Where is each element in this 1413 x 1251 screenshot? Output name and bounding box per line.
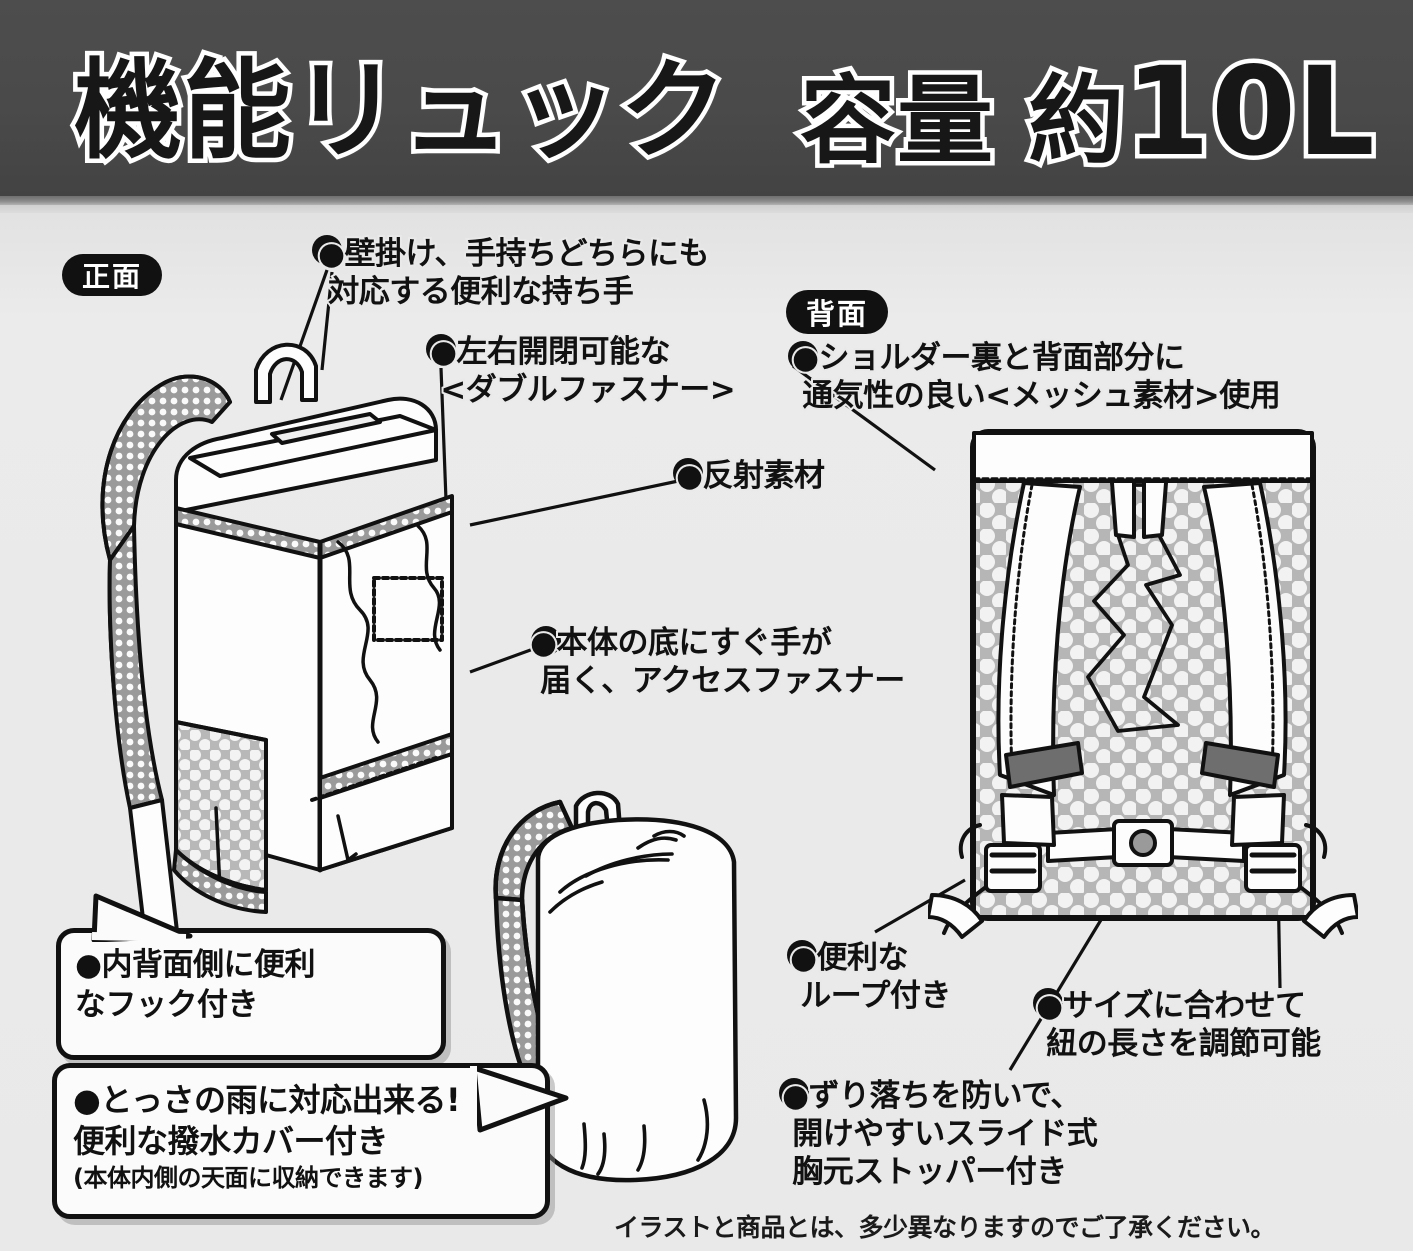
callout-access-zipper: ●本体の底にすぐ手が 届く、アクセスファスナー [528,623,907,701]
disclaimer-note: イラストと商品とは、多少異なりますのでご了承ください。 [614,1213,1276,1242]
header-divider-light [0,205,1413,213]
callout-box-rain-line2: 便利な撥水カバー付き [73,1121,389,1160]
callout-box-rain-line3: (本体内側の天面に収納できます) [73,1163,423,1192]
callout-double-zipper: ●左右開閉可能な <ダブルファスナー> [428,332,738,410]
back-view-illustration [928,429,1358,939]
callout-reflective: ●反射素材 [674,456,827,496]
callout-box-rain-tail [470,1065,569,1133]
callout-box-rain-cover: ●とっさの雨に対応出来る! 便利な撥水カバー付き (本体内側の天面に収納できます… [52,1063,550,1219]
callout-box-hook: ●内背面側に便利 なフック付き [56,928,446,1060]
rain-cover-illustration [493,790,739,1183]
header-divider [0,196,1413,205]
callout-box-hook-tail [91,893,193,942]
callout-box-rain-line1: ●とっさの雨に対応出来る! [73,1081,461,1119]
header-banner: 機能リュック 容量 約10L [0,0,1413,196]
front-view-illustration [100,342,454,946]
back-view-label: 背面 [786,290,888,334]
callout-loop: ●便利な ループ付き [788,938,953,1016]
callout-handle: ●壁掛け、手持ちどちらにも 対応する便利な持ち手 [316,234,712,312]
capacity-title: 容量 約10L [795,47,1379,178]
page-title: 機能リュック [69,49,731,174]
callout-size-adjust: ●サイズに合わせて 紐の長さを調節可能 [1034,986,1323,1064]
callout-box-hook-text: ●内背面側に便利 なフック付き [75,947,316,1024]
front-view-label: 正面 [62,254,162,296]
capacity-value: 10L [1121,41,1379,183]
capacity-label: 容量 約 [795,65,1128,177]
callout-chest-stopper: ●ずり落ちを防いで、 開けやすいスライド式 胸元ストッパー付き [780,1076,1100,1192]
callout-mesh-material: ●ショルダー裏と背面部分に 通気性の良い<メッシュ素材>使用 [790,338,1283,416]
